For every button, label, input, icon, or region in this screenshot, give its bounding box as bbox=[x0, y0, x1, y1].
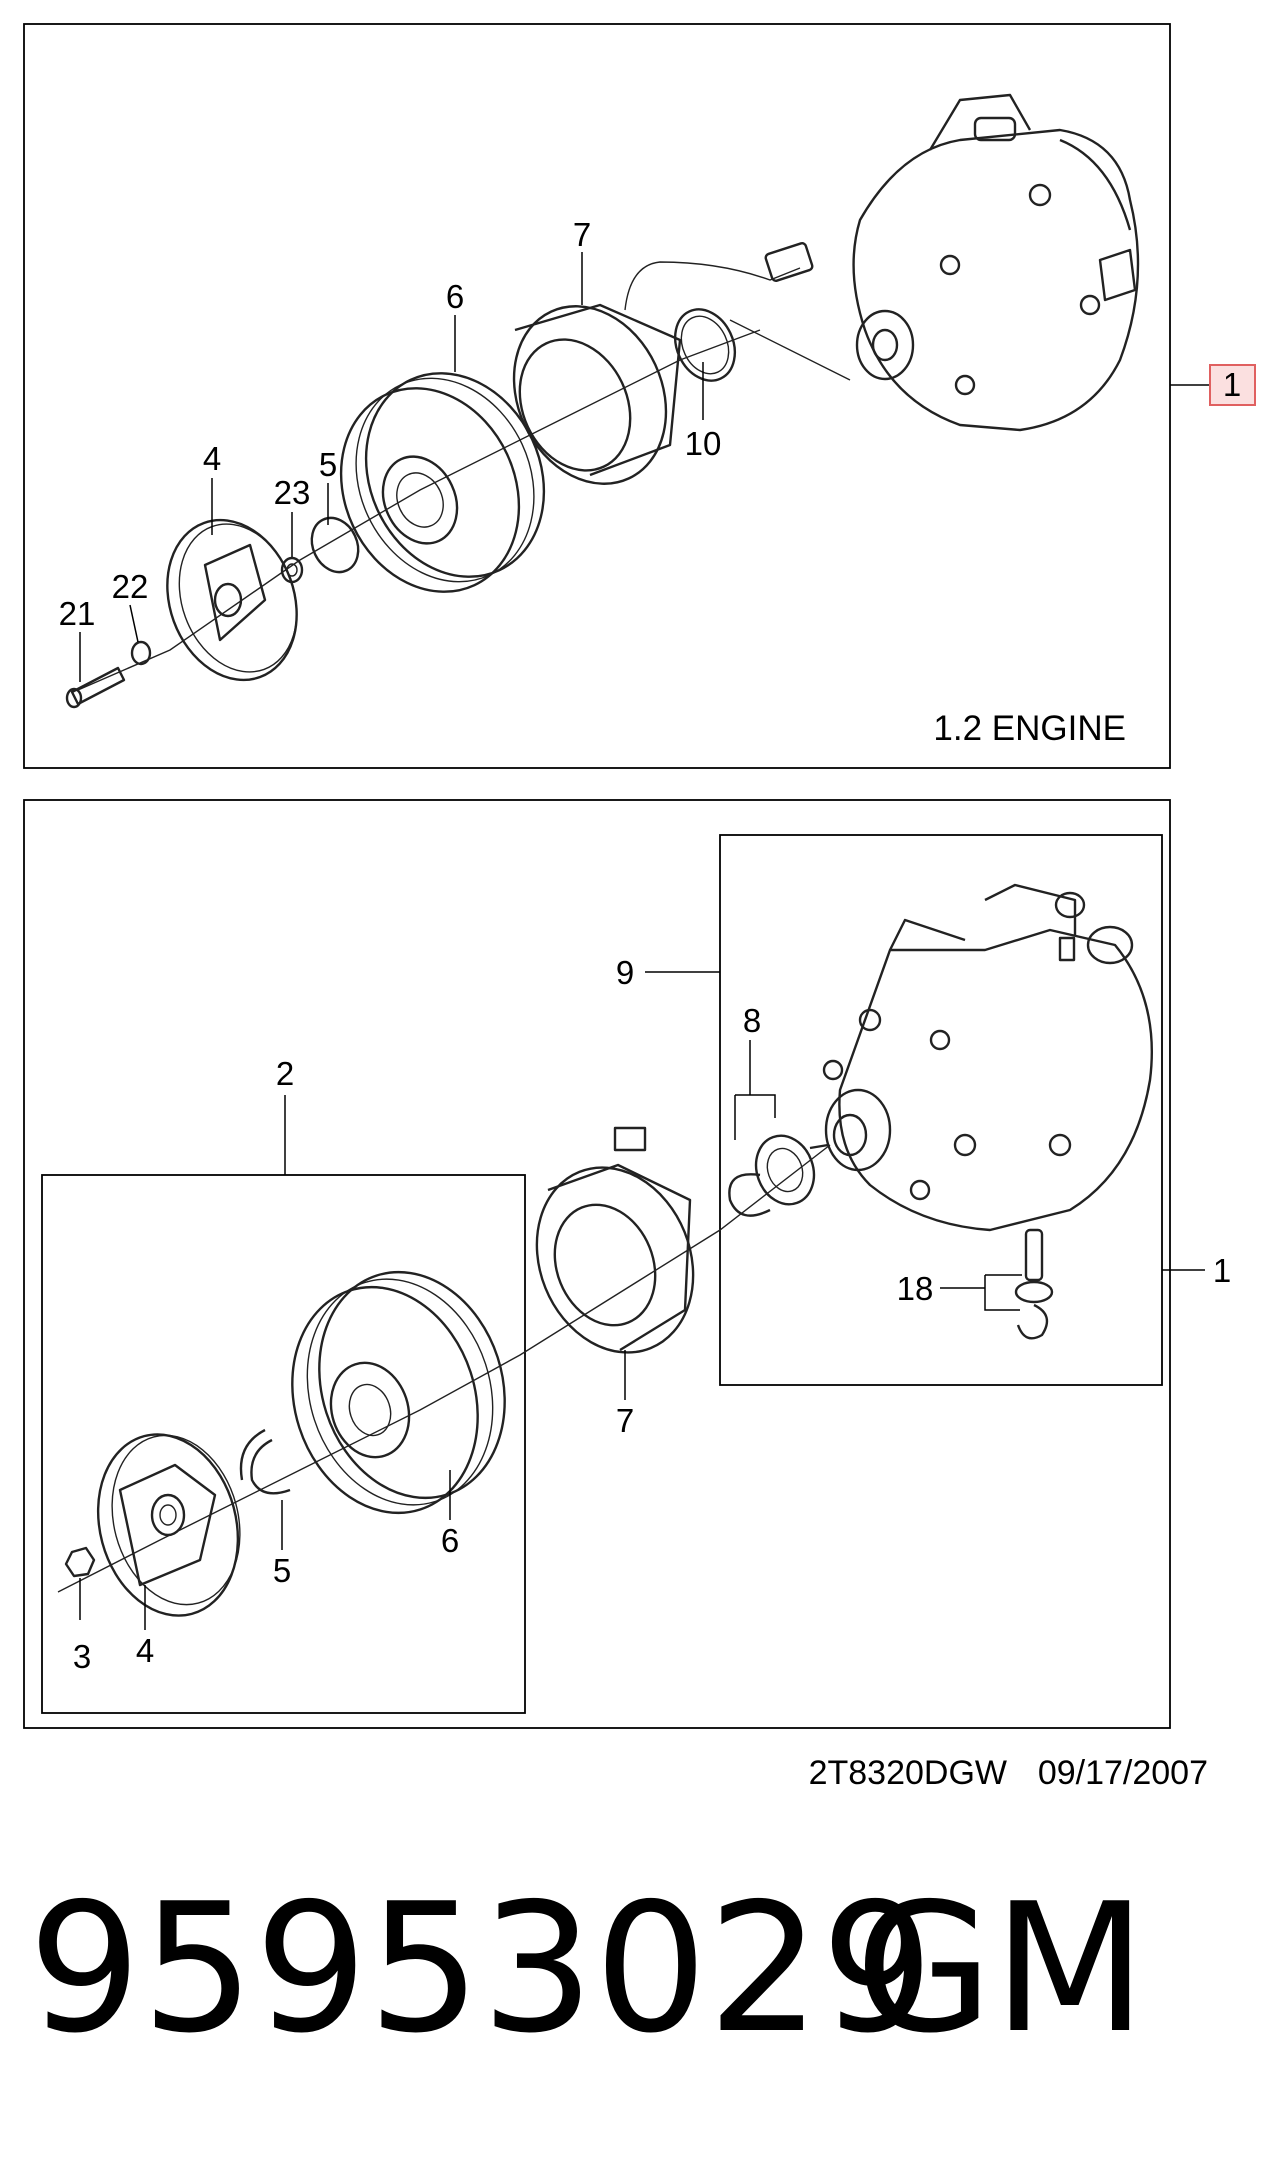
bottom-panel-frame bbox=[23, 799, 1171, 1729]
diagram-date: 09/17/2007 bbox=[1038, 1754, 1208, 1792]
callout-7-bottom: 7 bbox=[616, 1402, 634, 1439]
diagram-code: 2T8320DGW bbox=[809, 1754, 1007, 1792]
callout-21-top: 21 bbox=[59, 595, 96, 632]
pulley-top bbox=[339, 372, 546, 593]
compressor-bottom bbox=[809, 883, 1153, 1232]
hub-plate-bottom bbox=[96, 1433, 241, 1617]
pulley-bottom bbox=[291, 1270, 506, 1515]
callout-4-top: 4 bbox=[203, 440, 221, 477]
callout-5-bottom: 5 bbox=[273, 1552, 291, 1589]
callout-1-top: 1 bbox=[1223, 366, 1241, 403]
brand-name: GM bbox=[855, 1865, 1147, 2072]
field-coil-top bbox=[512, 303, 682, 485]
callout-7-top: 7 bbox=[573, 216, 591, 253]
clutch-kit-subframe bbox=[41, 1174, 526, 1714]
callout-8-bottom: 8 bbox=[743, 1002, 761, 1039]
field-coil-bottom bbox=[535, 1126, 695, 1354]
callout-6-bottom: 6 bbox=[441, 1522, 459, 1559]
callout-2-bottom: 2 bbox=[276, 1055, 294, 1092]
callout-1-bottom: 1 bbox=[1213, 1252, 1231, 1289]
compressor-subframe bbox=[719, 834, 1163, 1386]
callout-5-top: 5 bbox=[319, 446, 337, 483]
callout-9-bottom: 9 bbox=[616, 954, 634, 991]
callout-18-bottom: 18 bbox=[897, 1270, 934, 1307]
top-panel-frame bbox=[23, 23, 1171, 769]
callout-10-top: 10 bbox=[685, 425, 722, 462]
callout-23-top: 23 bbox=[274, 474, 311, 511]
callout-1-highlight bbox=[1209, 364, 1256, 406]
compressor-top bbox=[852, 93, 1140, 432]
callout-22-top: 22 bbox=[112, 568, 149, 605]
callout-4-bottom: 4 bbox=[136, 1632, 154, 1669]
callout-3-bottom: 3 bbox=[73, 1638, 91, 1675]
hub-plate-top bbox=[166, 518, 298, 682]
part-number: 95953029 bbox=[28, 1865, 934, 2072]
engine-caption: 1.2 ENGINE bbox=[933, 709, 1126, 748]
callout-6-top: 6 bbox=[446, 278, 464, 315]
